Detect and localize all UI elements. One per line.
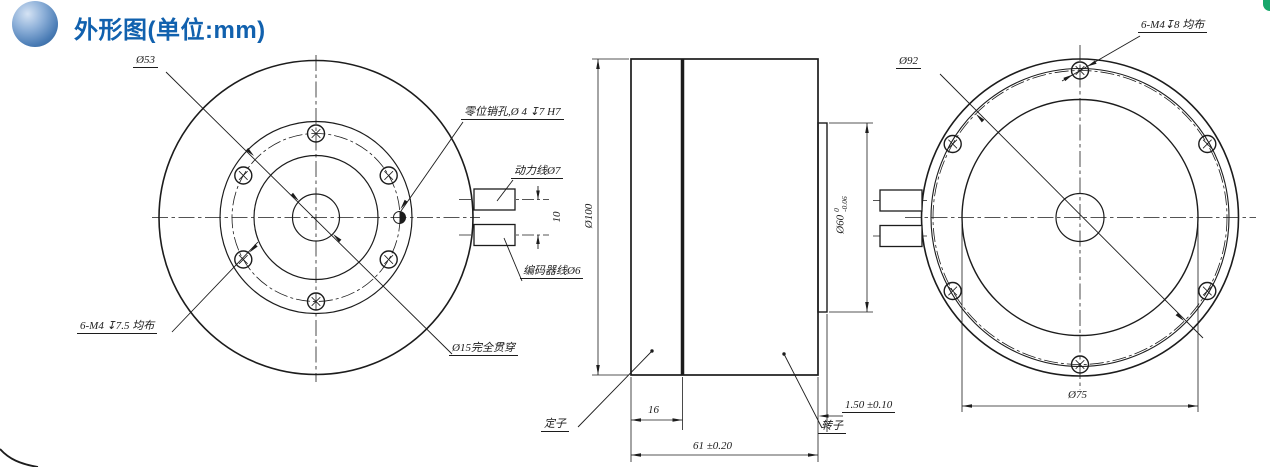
front-view-drawing (152, 55, 549, 382)
page-title: 外形图(单位:mm) (74, 17, 266, 44)
cable-stubs (873, 189, 930, 248)
side-view-dimensions (577, 58, 873, 462)
front-mount-holes-label: 6-M4 ↧7.5 均布 (77, 320, 158, 335)
encoder-cable-label: 编码器线Ø6 (520, 265, 584, 280)
rotor-flange (817, 122, 828, 313)
rear-bolt-circle-dim: Ø92 (896, 55, 921, 70)
zero-pin-label: 零位销孔,Ø 4 ↧7 H7 (461, 106, 564, 121)
through-hole (291, 193, 341, 242)
power-cable-label: 动力线Ø7 (511, 165, 564, 180)
side-view-drawing (577, 58, 873, 462)
stator-label: 定子 (541, 418, 569, 433)
corner-decoration (1263, 0, 1270, 11)
overall-length-dim: 61 ±0.20 (693, 440, 733, 452)
outer-diameter-dim: Ø100 (582, 203, 595, 229)
rear-view-leaders (939, 35, 1204, 412)
through-hole-label: Ø15完全贯穿 (449, 342, 518, 357)
zero-pin (393, 211, 406, 224)
corner-arc (0, 448, 39, 467)
cable-spacing-dim: 10 (550, 211, 563, 223)
blue-sphere-icon (12, 1, 58, 47)
front-bolt-circle-dim: Ø53 (133, 54, 158, 69)
stator-width-dim: 16 (648, 404, 659, 416)
shaft-hole (1055, 192, 1105, 243)
hub-dia-tolerance: 0-0.06 (831, 196, 849, 212)
hub-dia-value: Ø60 (834, 214, 847, 234)
rotor-label: 转子 (818, 420, 846, 435)
mount-holes (943, 61, 1217, 374)
front-view-leaders (165, 71, 540, 355)
mount-holes (234, 124, 398, 311)
cable-stubs (459, 188, 549, 247)
rear-view-drawing (873, 35, 1256, 412)
rotor-face-offset-dim: 1.50 ±0.10 (842, 399, 896, 414)
boss-diameter-dim: Ø75 (1068, 389, 1087, 401)
rear-mount-holes-label: 6-M4↧8 均布 (1138, 19, 1208, 34)
hub-diameter-dim: Ø60 0-0.06 (831, 196, 850, 234)
